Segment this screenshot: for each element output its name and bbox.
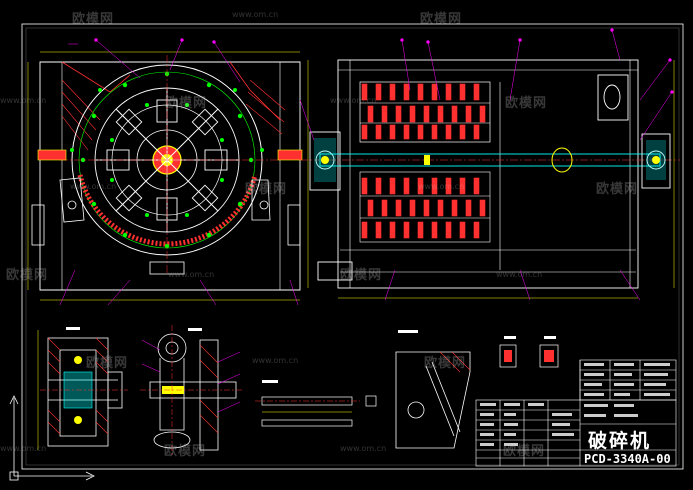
drawing-title: 破碎机 [588,430,652,452]
watermark-url: www.om.cn [496,270,543,279]
watermark-brand: 欧模网 [424,356,467,371]
watermark-url: www.om.cn [340,444,387,453]
watermark-brand: 欧模网 [6,268,49,283]
detail-pin-rod [255,380,377,427]
watermark-url: www.om.cn [330,96,377,105]
watermark-brand: 欧模网 [164,444,207,459]
watermark-brand: 欧模网 [503,444,546,459]
watermark-url: www.om.cn [0,96,47,105]
detail-bracket [395,330,471,449]
side-view-crusher [300,59,680,299]
watermark-url: www.om.cn [252,356,299,365]
watermark-brand: 欧模网 [340,268,383,283]
watermark-url: www.om.cn [232,10,279,19]
watermark-brand: 欧模网 [165,96,208,111]
title-block-fills [480,363,670,446]
ucs-axis-icon [9,395,95,481]
drawing-inner-frame [25,27,680,466]
watermark-url: www.om.cn [70,182,117,191]
watermark-brand: 欧模网 [505,96,548,111]
detail-bearing-section [37,327,128,450]
watermark-url: www.om.cn [0,444,47,453]
watermark-url: www.om.cn [168,270,215,279]
watermark-brand: 欧模网 [245,182,288,197]
leader-lines [59,28,674,306]
watermark-brand: 欧模网 [86,356,129,371]
drawing-code: PCD-3340A-00 [584,452,671,466]
detail-lever-assembly [140,325,244,455]
detail-small-parts [499,336,559,368]
watermark-brand: 欧模网 [596,182,639,197]
drawing-frame [21,23,684,470]
watermark-brand: 欧模网 [420,12,463,27]
title-block [475,359,677,467]
watermark-brand: 欧模网 [72,12,115,27]
watermark-url: www.om.cn [418,182,465,191]
front-view-crusher [27,51,303,301]
